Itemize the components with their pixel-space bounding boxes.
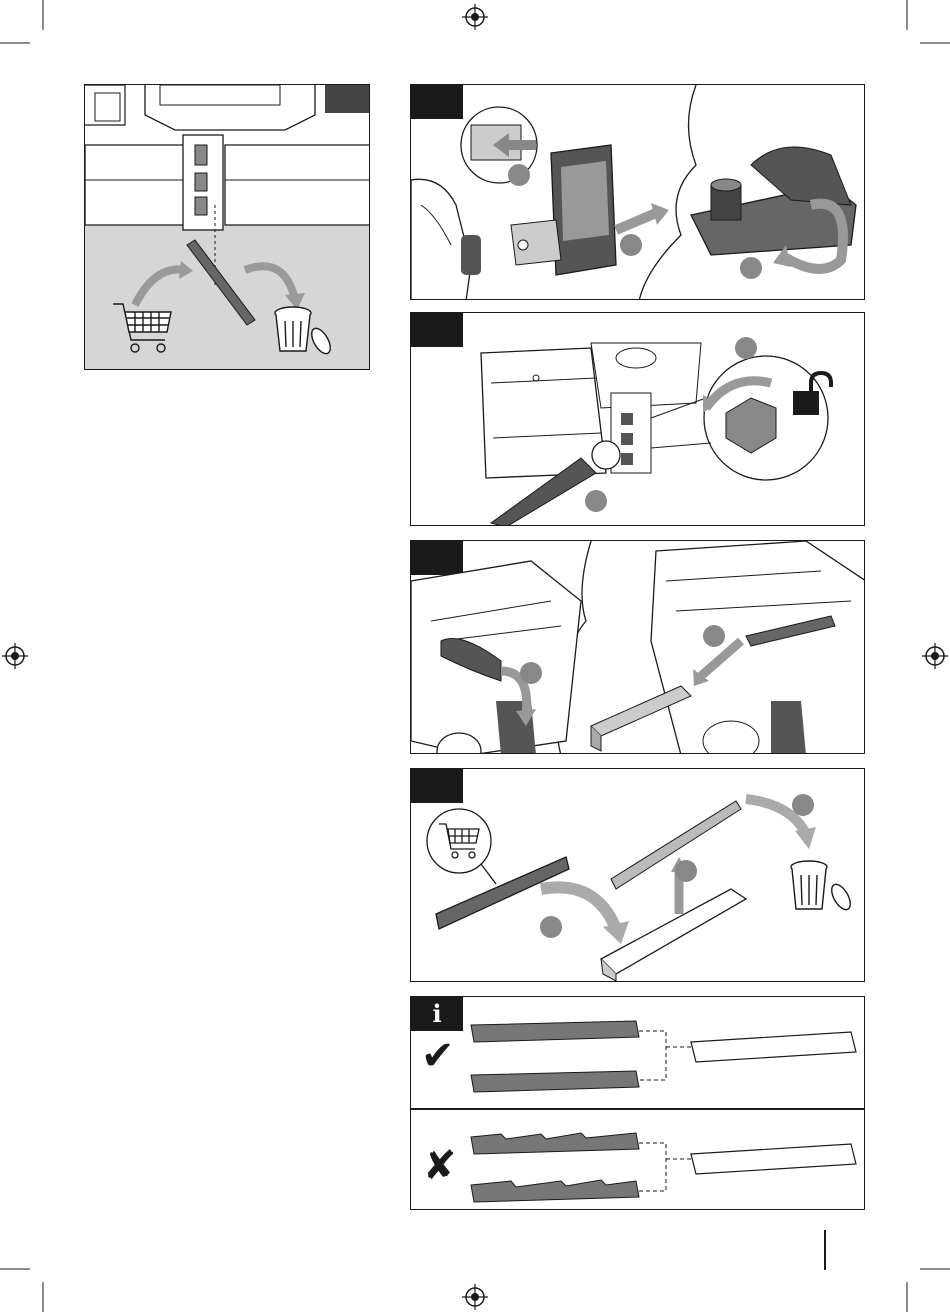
step1-illustration: [411, 85, 865, 300]
step2-panel: [410, 312, 865, 526]
registration-mark-icon: [2, 643, 28, 669]
step1-panel: [410, 84, 865, 300]
trash-bin-icon: [791, 861, 854, 913]
step1-tab: [411, 85, 463, 119]
step3-illustration: [411, 541, 865, 754]
check-icon: ✔: [421, 1033, 455, 1079]
registration-mark-icon: [922, 643, 948, 669]
overview-panel: [84, 84, 370, 370]
registration-mark-icon: [462, 1284, 488, 1310]
page-marker: [824, 1230, 826, 1270]
cross-icon: ✘: [423, 1143, 457, 1189]
step4-panel: [410, 768, 865, 982]
registration-mark-icon: [462, 4, 488, 30]
overview-illustration: [85, 85, 370, 370]
info-panel: i ✔ ✘: [410, 996, 865, 1210]
info-illustration: [411, 997, 865, 1210]
step4-illustration: [411, 769, 865, 982]
step3-panel: [410, 540, 865, 754]
step2-illustration: [411, 313, 865, 526]
